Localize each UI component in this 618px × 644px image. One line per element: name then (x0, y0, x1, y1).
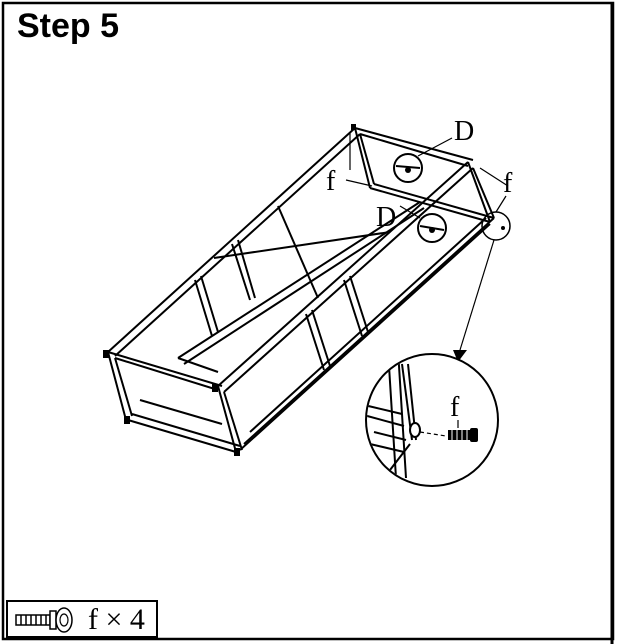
parts-legend: f × 4 (6, 600, 158, 638)
callout-D-mid: D (376, 202, 447, 243)
screw-icon (15, 607, 73, 633)
frame-assembly (107, 127, 495, 453)
label-D-mid: D (376, 202, 396, 233)
callout-f-right: f (479, 167, 513, 213)
label-f-right: f (503, 168, 513, 199)
detail-pointer-line (459, 239, 495, 351)
detail-view: f (365, 353, 499, 487)
step-title: Step 5 (17, 7, 120, 45)
detail-bolt (448, 428, 478, 442)
label-D-top: D (454, 116, 474, 147)
label-f-detail: f (450, 392, 460, 423)
frame-feet (103, 124, 356, 456)
callout-f-left: f (326, 132, 373, 197)
detail-pointer-arrowhead (453, 350, 467, 362)
label-f-left: f (326, 166, 336, 197)
detail-target-circle (481, 211, 511, 241)
parts-quantity-label: f × 4 (88, 603, 145, 636)
callout-D-top: D (393, 116, 474, 183)
